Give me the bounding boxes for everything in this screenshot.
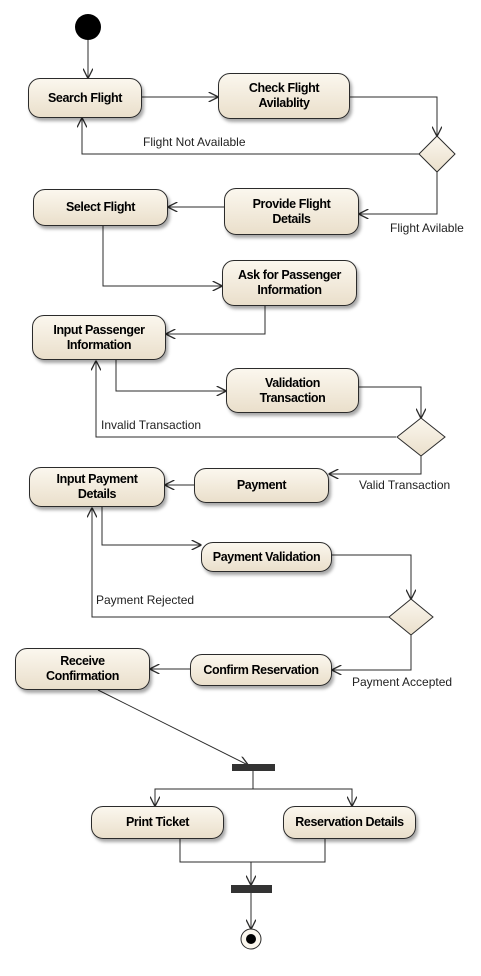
decision-payment-result bbox=[388, 598, 434, 636]
edge-flight-available bbox=[359, 171, 438, 214]
node-search-flight: Search Flight bbox=[28, 78, 142, 118]
edge-fork-to-print bbox=[155, 771, 254, 806]
fork-bar bbox=[232, 764, 275, 771]
node-receive-confirmation-label: Receive Confirmation bbox=[46, 654, 119, 683]
node-receive-confirmation: Receive Confirmation bbox=[15, 648, 150, 690]
edge-select-to-ask bbox=[102, 226, 222, 286]
node-validation-transaction-label: Validation Transaction bbox=[259, 375, 326, 405]
node-select-flight: Select Flight bbox=[33, 189, 168, 226]
label-payment-accepted: Payment Accepted bbox=[352, 675, 453, 689]
node-check-flight-availability: Check Flight Avilablity bbox=[218, 73, 350, 119]
node-input-passenger-info-label: Input Passenger Information bbox=[53, 322, 145, 352]
node-validation-transaction: Validation Transaction bbox=[226, 368, 359, 413]
edge-receive-to-fork bbox=[97, 689, 248, 765]
edge-payment-accepted bbox=[332, 635, 412, 670]
node-confirm-reservation: Confirm Reservation bbox=[190, 654, 332, 686]
edge-input-payment-to-validation bbox=[101, 507, 201, 545]
edge-print-to-join bbox=[179, 839, 251, 863]
node-check-flight-label: Check Flight Avilablity bbox=[248, 81, 320, 110]
node-provide-flight-details-label: Provide Flight Details bbox=[252, 196, 331, 226]
node-ask-passenger-info-label: Ask for Passenger Information bbox=[238, 268, 341, 297]
node-provide-flight-details: Provide Flight Details bbox=[224, 188, 359, 235]
edge-invalid-transaction bbox=[96, 361, 396, 438]
label-valid-transaction: Valid Transaction bbox=[359, 478, 451, 492]
label-flight-available: Flight Avilable bbox=[390, 221, 464, 235]
edge-input-passenger-to-validation bbox=[115, 360, 226, 391]
edge-flight-not-available bbox=[82, 118, 420, 155]
edge-payment-rejected bbox=[92, 508, 389, 618]
node-input-payment-details: Input Payment Details bbox=[29, 467, 165, 507]
edge-payment-validation-to-decision3 bbox=[332, 554, 411, 599]
node-payment-validation: Payment Validation bbox=[201, 542, 332, 572]
decision-flight-availability bbox=[418, 135, 456, 173]
edge-check-to-decision1 bbox=[350, 96, 437, 136]
label-invalid-transaction: Invalid Transaction bbox=[101, 418, 202, 432]
final-node-dot bbox=[246, 934, 256, 944]
node-input-payment-details-label: Input Payment Details bbox=[56, 472, 138, 501]
decision-transaction-validity bbox=[396, 417, 446, 457]
start-node bbox=[75, 14, 101, 40]
label-payment-rejected: Payment Rejected bbox=[96, 593, 195, 607]
node-ask-passenger-info: Ask for Passenger Information bbox=[222, 260, 357, 306]
node-print-ticket: Print Ticket bbox=[91, 806, 224, 839]
node-reservation-details: Reservation Details bbox=[283, 806, 416, 839]
label-flight-not-available: Flight Not Available bbox=[143, 135, 246, 149]
join-bar bbox=[231, 885, 272, 893]
edge-reservation-to-join bbox=[251, 839, 326, 885]
edge-ask-to-input-passenger bbox=[166, 306, 266, 334]
node-payment: Payment bbox=[194, 468, 329, 503]
node-input-passenger-info: Input Passenger Information bbox=[32, 315, 166, 360]
edge-validation-to-decision2 bbox=[359, 386, 421, 418]
edge-fork-to-reservation bbox=[253, 788, 352, 806]
edge-valid-transaction bbox=[329, 456, 422, 474]
